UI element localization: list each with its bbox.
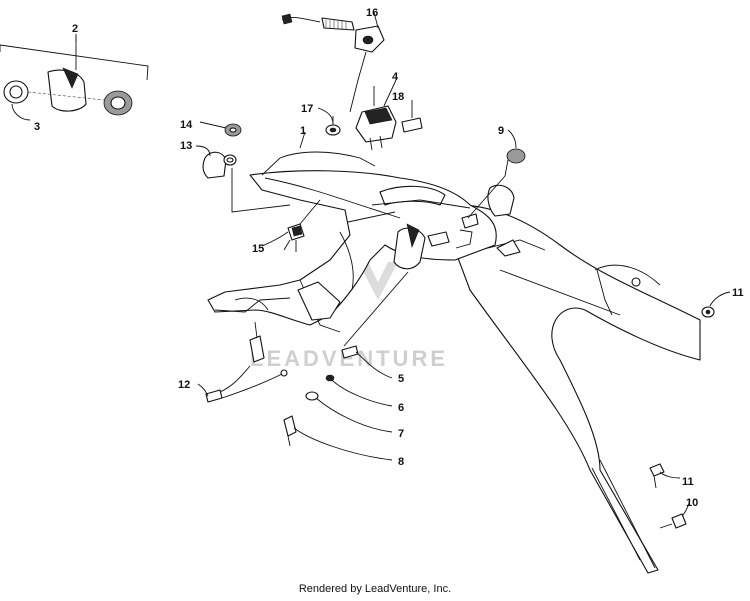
- callout-15: 15: [252, 243, 264, 255]
- bolt-part-8: [283, 415, 297, 437]
- callout-12: 12: [178, 379, 190, 391]
- bulb-holder-part-15: [283, 199, 321, 252]
- washer-part-7: [305, 391, 319, 401]
- callout-4: 4: [392, 71, 399, 83]
- screw-part-11-upper: [701, 306, 715, 318]
- lower-fairing-panel: [429, 203, 701, 574]
- switch-part-4: [355, 86, 397, 151]
- callout-11-upper: 11: [732, 287, 744, 299]
- grommet-part-17: [325, 116, 341, 136]
- leader-lines: [11, 11, 731, 517]
- callout-2: 2: [72, 23, 78, 35]
- callout-8: 8: [398, 456, 404, 468]
- screw-part-11-lower: [649, 463, 665, 489]
- housing-part-2: [47, 69, 87, 112]
- callout-18: 18: [392, 91, 404, 103]
- callout-11-lower: 11: [682, 476, 694, 488]
- callout-7: 7: [398, 428, 404, 440]
- callout-10: 10: [686, 497, 698, 509]
- callout-6: 6: [398, 402, 404, 414]
- footer-credit: Rendered by LeadVenture, Inc.: [298, 583, 452, 595]
- callout-9: 9: [498, 125, 504, 137]
- key-switch-part-16: [281, 13, 385, 113]
- callout-labels: 2 3 14 13 16 17 1 4 18 9 11 11 10 12 15 …: [34, 7, 744, 509]
- callout-17: 17: [301, 103, 313, 115]
- callout-3: 3: [34, 121, 40, 133]
- callout-5: 5: [398, 373, 404, 385]
- callout-16: 16: [366, 7, 378, 19]
- washer-part-6: [325, 374, 335, 382]
- boot-part-13: [202, 151, 291, 213]
- fasteners-5-6-7-8: [283, 271, 409, 447]
- grommet-part-14: [224, 123, 242, 137]
- callout-1: 1: [300, 125, 306, 137]
- harness-part-12: [205, 321, 288, 403]
- grommet-part-9: [467, 148, 526, 219]
- decal-part-18: [401, 100, 423, 133]
- bolt-part-10: [659, 513, 687, 529]
- part-2-assembly: [0, 36, 149, 116]
- handlebar-tower: [207, 151, 515, 333]
- callout-14: 14: [180, 119, 193, 131]
- callout-13: 13: [180, 140, 192, 152]
